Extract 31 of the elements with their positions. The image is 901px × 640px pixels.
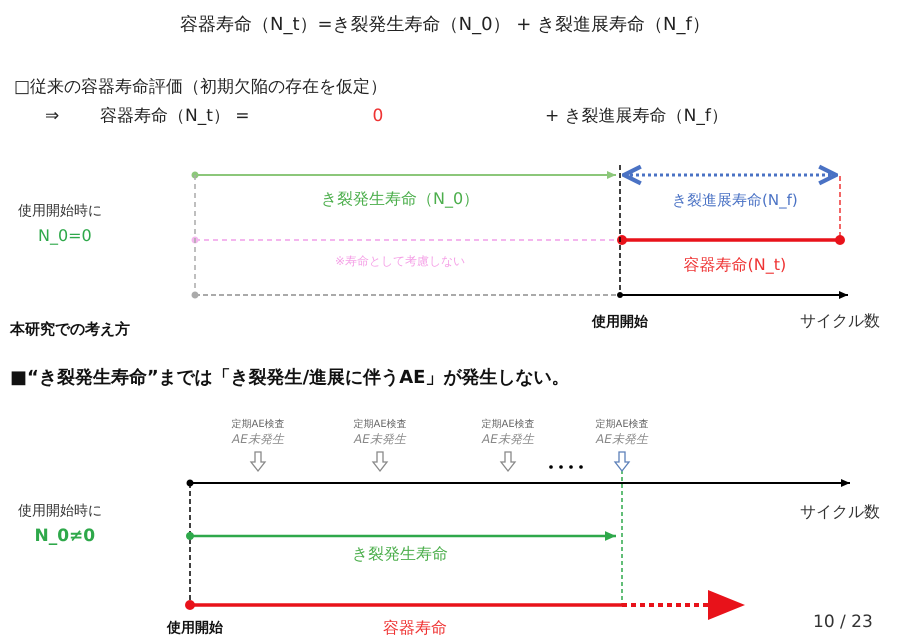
axis-label: 使用開始: [167, 620, 223, 636]
span-label: き裂発生寿命: [352, 545, 448, 564]
axis-label: サイクル数: [800, 312, 880, 330]
implies-symbol: ⇒: [45, 107, 60, 127]
section-heading: 本研究での考え方: [10, 320, 130, 338]
inspection-result: AE未発生: [482, 433, 534, 447]
axis-label: 使用開始: [592, 314, 648, 330]
equation-text: 容器寿命（N_t） =: [100, 107, 250, 127]
note-text: ※寿命として考慮しない: [335, 255, 466, 269]
span-label: 容器寿命(N_t): [684, 256, 786, 274]
span-label: き裂進展寿命(N_f): [672, 192, 798, 209]
inspection-label: 定期AE検査: [354, 419, 407, 430]
equation-text: + き裂進展寿命（N_f）: [545, 107, 728, 127]
page-number: 10 / 23: [813, 613, 873, 633]
inspection-result: AE未発生: [354, 433, 406, 447]
span-label: 容器寿命: [383, 619, 447, 638]
inspection-label: 定期AE検査: [482, 419, 535, 430]
statement-text: ■“き裂発生寿命”までは「き裂発生/進展に伴うAE」が発生しない。: [10, 368, 570, 388]
inspection-result: AE未発生: [596, 433, 648, 447]
condition-value: N_0≠0: [34, 527, 96, 547]
condition-value: N_0=0: [38, 227, 92, 246]
condition-text: 使用開始時に: [18, 503, 102, 520]
inspection-result: AE未発生: [232, 433, 284, 447]
span-label: き裂発生寿命（N_0）: [321, 190, 480, 208]
heading-text: □従来の容器寿命評価（初期欠陥の存在を仮定）: [14, 78, 388, 98]
inspection-label: 定期AE検査: [596, 419, 649, 430]
axis-label: サイクル数: [800, 503, 880, 522]
condition-text: 使用開始時に: [18, 203, 102, 220]
equation-text: 容器寿命（N_t）=き裂発生寿命（N_0） + き裂進展寿命（N_f）: [180, 14, 710, 36]
equation-value: 0: [372, 107, 384, 127]
inspection-label: 定期AE検査: [232, 419, 285, 430]
